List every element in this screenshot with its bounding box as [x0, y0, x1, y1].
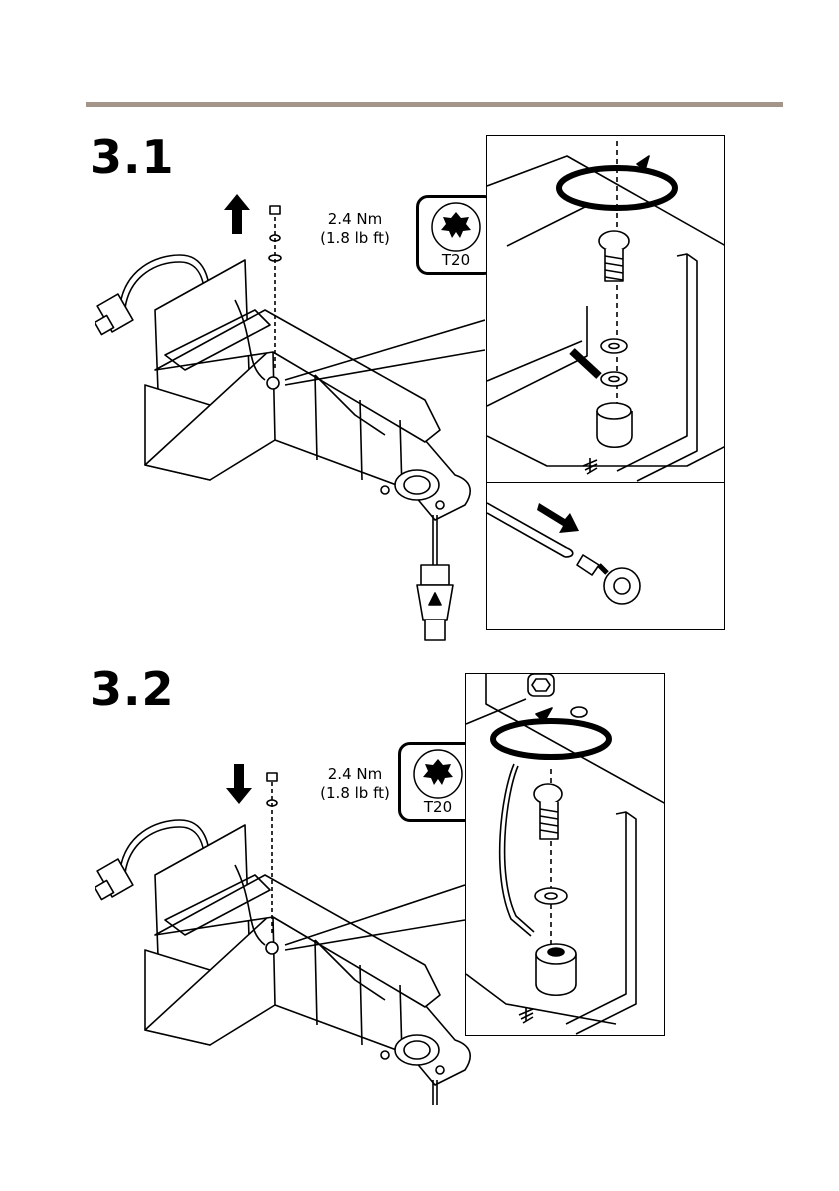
detail-panel-grounding-screw: [465, 673, 665, 1036]
step-number: 3.1: [90, 130, 175, 184]
wall-bracket-illustration: [95, 190, 485, 650]
detail-panel-ring-lug: [486, 482, 725, 630]
detail-panel-grounding-screw: [486, 135, 725, 484]
step-number: 3.2: [90, 662, 175, 716]
wall-bracket-illustration: [95, 755, 485, 1105]
header-rule: [86, 102, 783, 107]
